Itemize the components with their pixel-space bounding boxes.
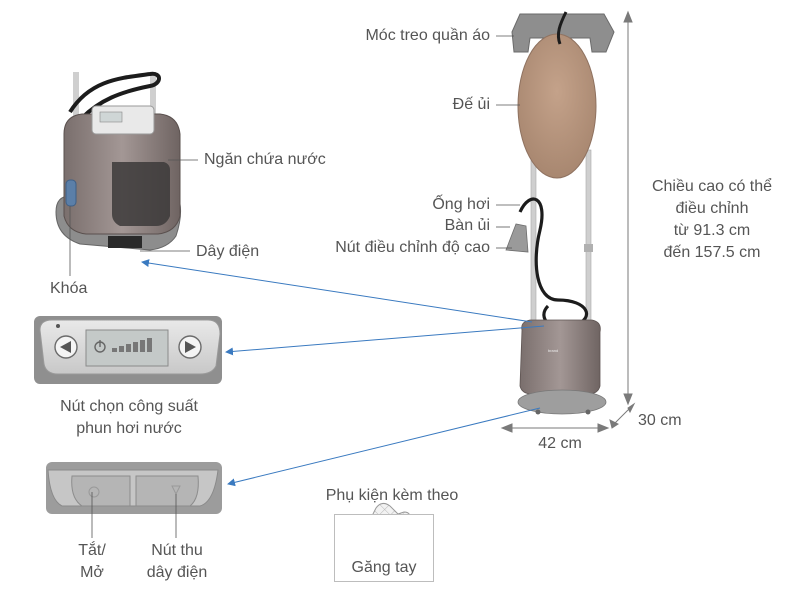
accessories-heading: Phụ kiện kèm theo bbox=[325, 487, 459, 504]
cord-rewind-label: Nút thu dây điện bbox=[132, 540, 222, 584]
steam-hose-label: Ống hơi bbox=[432, 196, 490, 213]
cord-rewind-label-line1: Nút thu bbox=[151, 542, 203, 559]
board-label: Đế ủi bbox=[452, 96, 490, 113]
on-off-label: Tắt/ Mở bbox=[62, 540, 122, 584]
ironing-board bbox=[517, 33, 597, 179]
cord-rewind-button[interactable] bbox=[135, 475, 199, 507]
lock-label: Khóa bbox=[50, 280, 88, 297]
leader-lines bbox=[69, 35, 520, 538]
height-dimension-line1: Chiều cao có thể bbox=[651, 178, 773, 195]
accessory-glove-box bbox=[334, 514, 434, 582]
power-cord-label: Dây điện bbox=[196, 243, 260, 260]
on-off-button[interactable] bbox=[71, 475, 131, 507]
hanger bbox=[511, 13, 615, 53]
steam-hose bbox=[518, 197, 588, 330]
height-dimension-line2: điều chỉnh bbox=[675, 200, 749, 217]
pole-right bbox=[585, 149, 592, 331]
arrow-to-base-closeup bbox=[227, 407, 541, 487]
tank-closeup bbox=[55, 71, 182, 251]
power-select-label-line2: phun hơi nước bbox=[76, 420, 182, 437]
base-buttons-closeup bbox=[46, 462, 222, 514]
iron-head bbox=[505, 223, 529, 253]
arrow-to-tank-closeup bbox=[141, 259, 533, 323]
hanger-label: Móc treo quần áo bbox=[365, 27, 490, 44]
power-select-label-line1: Nút chọn công suất bbox=[60, 398, 198, 415]
pole-left bbox=[530, 149, 537, 331]
height-dimension-label: Chiều cao có thể điều chỉnh từ 91.3 cm đ… bbox=[632, 176, 792, 264]
arrow-to-panel-closeup bbox=[225, 325, 545, 356]
tank-body bbox=[519, 319, 601, 395]
water-tank-label: Ngăn chứa nước bbox=[204, 151, 326, 168]
dimension-lines bbox=[500, 10, 636, 433]
svg-text:brand: brand bbox=[548, 348, 558, 353]
pointer-arrows bbox=[141, 259, 545, 487]
height-dimension-line3: từ 91.3 cm bbox=[673, 222, 751, 239]
accessory-glove-label: Găng tay bbox=[351, 559, 417, 576]
iron-head-label: Bàn ủi bbox=[444, 217, 490, 234]
height-knob-part bbox=[584, 244, 593, 252]
width-dimension-label: 42 cm bbox=[538, 435, 582, 452]
on-off-label-line1: Tắt/ bbox=[78, 542, 106, 559]
right-arrow-icon bbox=[185, 341, 196, 353]
depth-dimension-label: 30 cm bbox=[638, 412, 682, 429]
height-knob-label: Nút điều chỉnh độ cao bbox=[335, 239, 490, 256]
height-dimension-line4: đến 157.5 cm bbox=[663, 244, 761, 261]
on-off-label-line2: Mở bbox=[80, 564, 104, 581]
control-panel-closeup bbox=[34, 316, 222, 384]
left-arrow-icon bbox=[60, 341, 71, 353]
steamer-main: brand bbox=[505, 11, 615, 415]
power-select-label: Nút chọn công suất phun hơi nước bbox=[34, 396, 224, 440]
cord-rewind-label-line2: dây điện bbox=[146, 564, 208, 581]
